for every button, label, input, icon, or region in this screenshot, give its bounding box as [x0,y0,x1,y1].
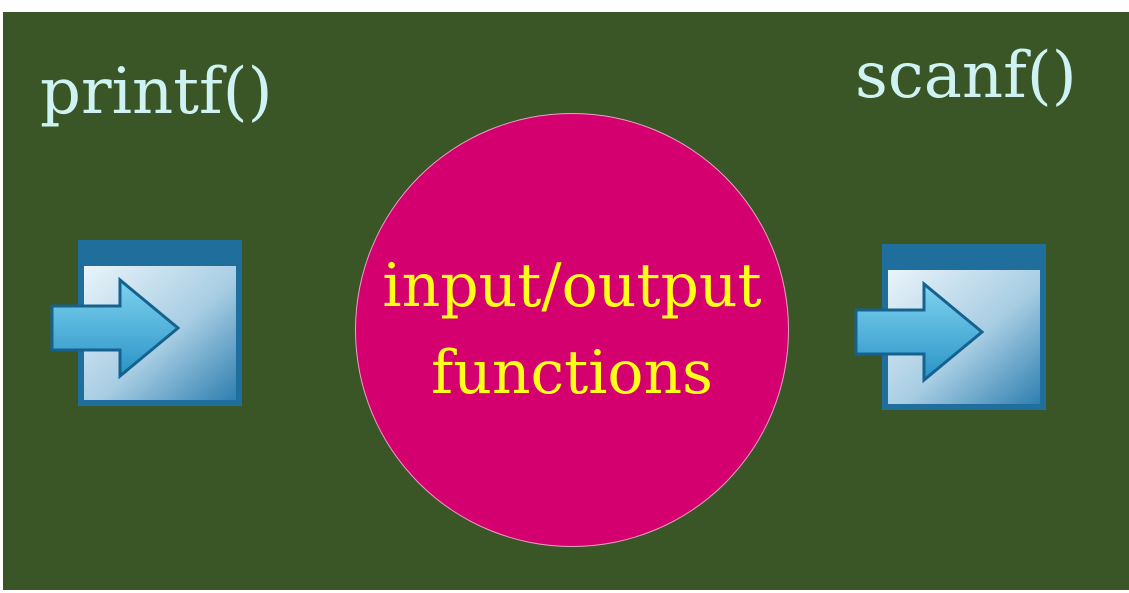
window-arrow-in-icon [50,240,242,406]
window-arrow-in-icon [854,244,1046,410]
circle-text-line-2: functions [431,338,713,408]
io-functions-circle: input/output functions [356,114,788,546]
circle-text-line-1: input/output [382,251,762,321]
printf-label: printf() [40,55,273,129]
scanf-label: scanf() [855,39,1077,113]
